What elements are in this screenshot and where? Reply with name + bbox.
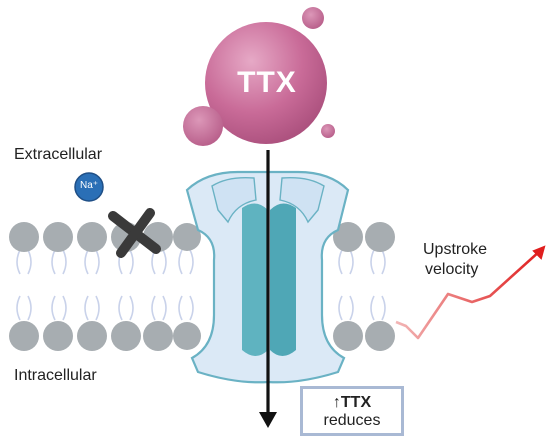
intracellular-label: Intracellular (14, 367, 97, 384)
upstroke-line2: velocity (425, 261, 479, 278)
ttx-note-box: ↑TTX reduces (300, 386, 404, 436)
ttx-label: TTX (237, 66, 297, 99)
note-line1: ↑TTX (332, 394, 372, 411)
upward-trend-arrow-icon (395, 245, 546, 340)
membrane-bottom-leaflet (9, 321, 395, 351)
sodium-ion (74, 172, 104, 202)
extracellular-label: Extracellular (14, 146, 103, 163)
note-line2: reduces (323, 412, 381, 429)
upstroke-line1: Upstroke (423, 241, 488, 258)
channel-pore-left (242, 203, 268, 356)
membrane-tails (16, 249, 386, 321)
upstroke-velocity-label: Upstroke velocity (413, 240, 487, 280)
downward-arrow (259, 150, 277, 428)
channel-pore-right (270, 203, 296, 356)
sodium-ion-label: Na⁺ (79, 180, 99, 191)
ttx-molecule (183, 7, 335, 146)
x-mark-icon (108, 208, 161, 258)
